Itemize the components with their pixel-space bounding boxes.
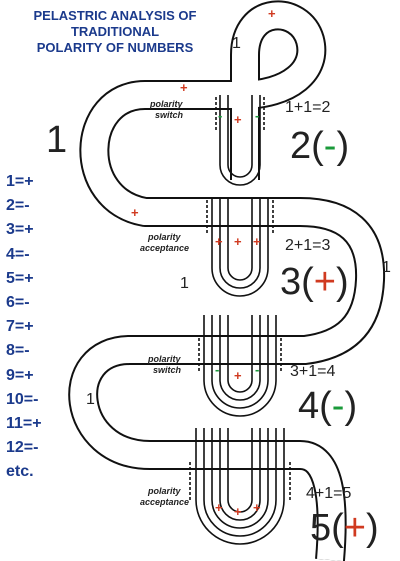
result-label: 2(-) bbox=[290, 125, 349, 167]
list-item: 5=+ bbox=[6, 269, 34, 287]
minus-marker: - bbox=[255, 362, 259, 377]
list-item: 9=+ bbox=[6, 366, 34, 384]
plus-marker: + bbox=[131, 205, 139, 220]
polarity-label: polarity bbox=[149, 99, 184, 109]
equation-label: 1+1=2 bbox=[285, 99, 330, 116]
list-item: 10=- bbox=[6, 390, 39, 408]
one-label-second-inner: 1 bbox=[180, 275, 189, 292]
tube-path bbox=[68, 0, 386, 561]
list-item: etc. bbox=[6, 463, 34, 481]
list-item: 11=+ bbox=[6, 414, 42, 432]
polarity-type-label: switch bbox=[153, 365, 182, 375]
loop-3-labels: polarity switch 3+1=4 4(-) bbox=[147, 354, 357, 427]
minus-marker: - bbox=[218, 108, 222, 123]
polarity-type-label: switch bbox=[155, 110, 184, 120]
u-loop-1 bbox=[215, 95, 265, 186]
plus-marker: + bbox=[253, 234, 261, 249]
plus-marker: + bbox=[253, 500, 261, 515]
list-item: 1=+ bbox=[6, 173, 34, 190]
equation-label: 4+1=5 bbox=[306, 485, 351, 502]
polarity-label: polarity bbox=[147, 354, 182, 364]
equation-label: 3+1=4 bbox=[290, 363, 335, 380]
polarity-label: polarity bbox=[147, 232, 182, 242]
result-label: 3(+) bbox=[280, 261, 349, 303]
result-label: 5(+) bbox=[310, 507, 379, 549]
title-line-3: POLARITY OF NUMBERS bbox=[36, 40, 194, 55]
plus-marker: + bbox=[234, 368, 242, 383]
minus-marker: - bbox=[255, 108, 259, 123]
one-label-top-loop: 1 bbox=[232, 35, 241, 52]
u-loop-4 bbox=[189, 428, 291, 545]
polarity-label: polarity bbox=[147, 486, 182, 496]
equation-label: 2+1=3 bbox=[285, 237, 330, 254]
plus-marker: + bbox=[234, 504, 242, 519]
title-line-1: PELASTRIC ANALYSIS OF bbox=[33, 8, 197, 23]
one-label-left-lower: 1 bbox=[86, 391, 95, 408]
list-item: 3=+ bbox=[6, 221, 34, 239]
plus-marker: + bbox=[268, 6, 276, 21]
loop-1-labels: polarity switch 1+1=2 2(-) bbox=[149, 99, 349, 167]
u-loop-2 bbox=[206, 198, 274, 297]
minus-marker: - bbox=[215, 362, 219, 377]
polarity-type-label: acceptance bbox=[140, 497, 189, 507]
polarity-type-label: acceptance bbox=[140, 243, 189, 253]
result-label: 4(-) bbox=[298, 385, 357, 427]
plus-marker: + bbox=[215, 234, 223, 249]
list-item: 6=- bbox=[6, 293, 30, 311]
polarity-markers: + + + + - - + + + + - - + + + bbox=[131, 6, 276, 519]
one-label-right-bulge: 1 bbox=[382, 259, 391, 276]
list-item: 4=- bbox=[6, 245, 30, 263]
loop-2-labels: polarity acceptance 2+1=3 3(+) bbox=[140, 232, 349, 303]
list-item: 7=+ bbox=[6, 318, 34, 336]
one-label-big-left: 1 bbox=[46, 119, 67, 161]
plus-marker: + bbox=[234, 112, 242, 127]
list-item: 12=- bbox=[6, 439, 39, 457]
polarity-list: 1=+ 2=- 3=+ 4=- 5=+ 6=- 7=+ 8=- 9=+ 10=-… bbox=[6, 170, 42, 484]
plus-marker: + bbox=[234, 234, 242, 249]
u-loop-3 bbox=[198, 315, 282, 417]
plus-marker: + bbox=[215, 500, 223, 515]
loop-4-labels: polarity acceptance 4+1=5 5(+) bbox=[140, 485, 379, 549]
list-item: 8=- bbox=[6, 342, 30, 360]
list-item: 2=- bbox=[6, 197, 30, 215]
title-line-2: TRADITIONAL bbox=[70, 24, 160, 39]
plus-marker: + bbox=[180, 80, 188, 95]
